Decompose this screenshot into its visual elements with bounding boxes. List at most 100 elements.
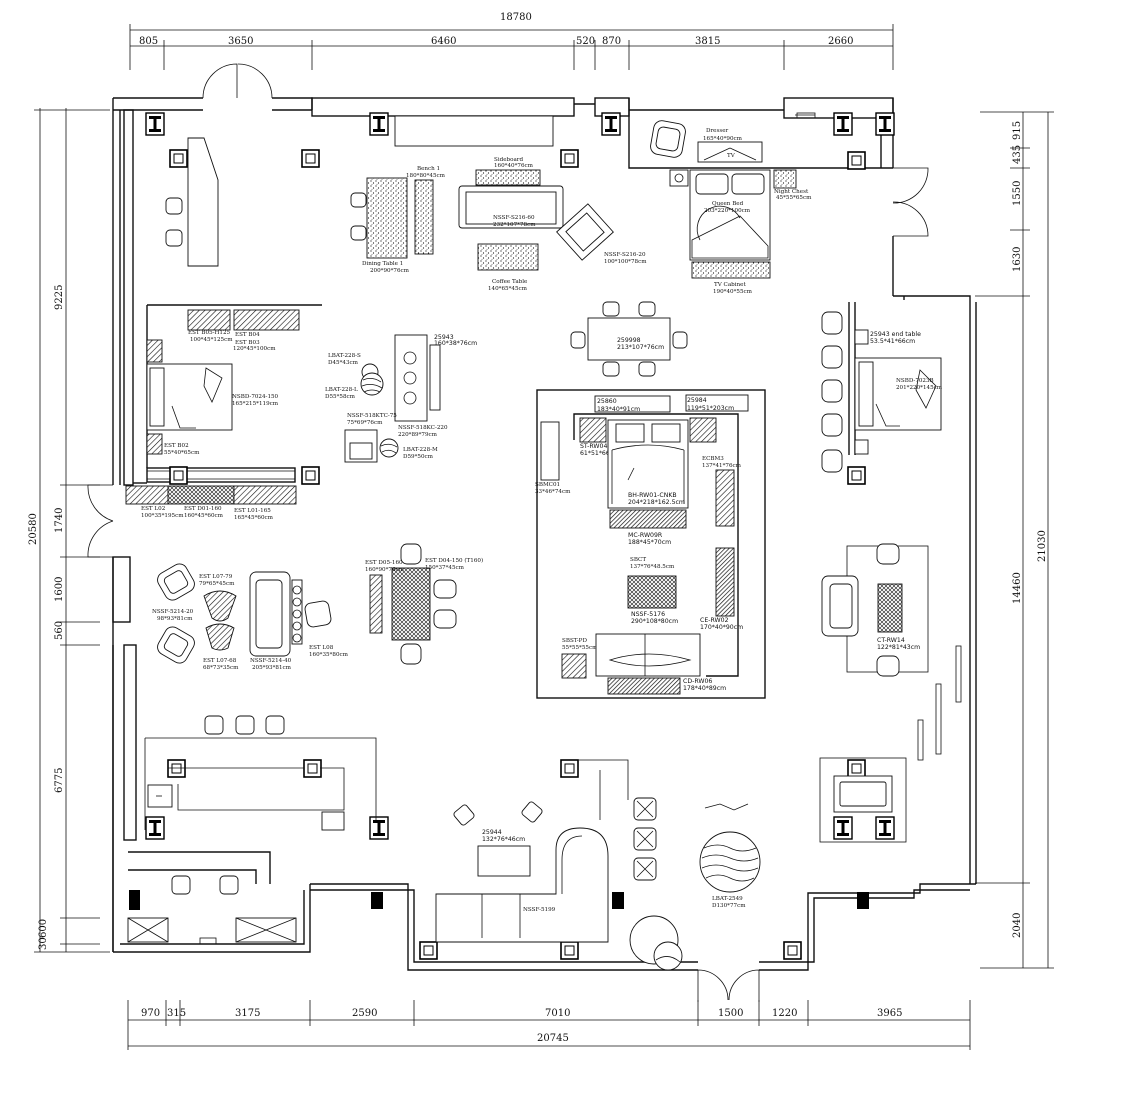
dim-top-seg: 2660 [828, 36, 853, 47]
sideboard [475, 169, 541, 186]
svg-text:NSSF-5199: NSSF-5199 [523, 907, 556, 913]
sofa-nssf-5176 [595, 633, 701, 677]
dim-bottom-seg: 970 [141, 1008, 160, 1019]
dim-left-seg: 1740 [54, 508, 65, 533]
dim-bottom-seg: 1500 [718, 1008, 743, 1019]
dim-left-seg: 560 [54, 621, 65, 640]
bench [414, 179, 434, 255]
coffee-table [477, 243, 539, 271]
dim-top-seg: 6460 [431, 36, 456, 47]
dim-top-seg: 870 [602, 36, 621, 47]
dim-left-total: 20580 [28, 513, 39, 545]
dimension-right: 21030 915 435 1550 1630 14460 2040 [975, 111, 1054, 969]
kitchen-area [165, 115, 554, 267]
dim-left-seg: 9225 [54, 285, 65, 310]
dim-right-seg: 915 [1012, 121, 1023, 140]
dim-bottom-total: 20745 [537, 1033, 569, 1044]
dimension-top: 18780 805 3650 6460 520 870 3815 2660 [129, 12, 894, 70]
dim-top-seg: 3815 [695, 36, 720, 47]
columns [129, 112, 895, 960]
sofa-nssf-518kc [394, 334, 428, 422]
dimension-left: 20580 9225 1740 1600 560 6775 600 30 [28, 108, 110, 953]
armchair-top [650, 120, 686, 158]
dim-right-seg: 14460 [1012, 572, 1023, 604]
dim-bottom-seg: 315 [167, 1008, 186, 1019]
dim-right-seg: 2040 [1012, 913, 1023, 938]
dim-right-seg: 1550 [1012, 181, 1023, 206]
dim-right-total: 21030 [1037, 530, 1048, 562]
dim-right-seg: 1630 [1012, 247, 1023, 272]
dim-bottom-seg: 3965 [877, 1008, 902, 1019]
dimension-bottom: 970 315 3175 2590 7010 1500 1220 3965 20… [127, 1000, 971, 1050]
dim-bottom-seg: 3175 [235, 1008, 260, 1019]
lower-bar [127, 715, 377, 945]
sectional-sofa-nssf-5199 [435, 827, 609, 943]
svg-text:EST B03: EST B03 [235, 340, 260, 346]
dim-left-seg: 6775 [54, 768, 65, 793]
dim-left-seg: 30 [38, 937, 49, 950]
dim-top-seg: 3650 [228, 36, 253, 47]
dim-left-seg: 1600 [54, 577, 65, 602]
dim-bottom-seg: 1220 [772, 1008, 797, 1019]
doors [87, 63, 929, 1002]
svg-text:EST D04-150 (T160)150*37*45cm: EST D04-150 (T160)150*37*45cm [425, 557, 483, 571]
dim-bottom-seg: 2590 [352, 1008, 377, 1019]
coffee-table-ct-rw14 [877, 583, 903, 633]
dim-top-seg: 805 [139, 36, 158, 47]
walls [112, 97, 977, 971]
svg-text:TV: TV [727, 153, 736, 159]
rug-lbat-2549 [699, 831, 761, 893]
dining-table [366, 177, 408, 259]
dining-table-est-d05 [391, 567, 431, 641]
dim-top-total: 18780 [500, 12, 532, 23]
